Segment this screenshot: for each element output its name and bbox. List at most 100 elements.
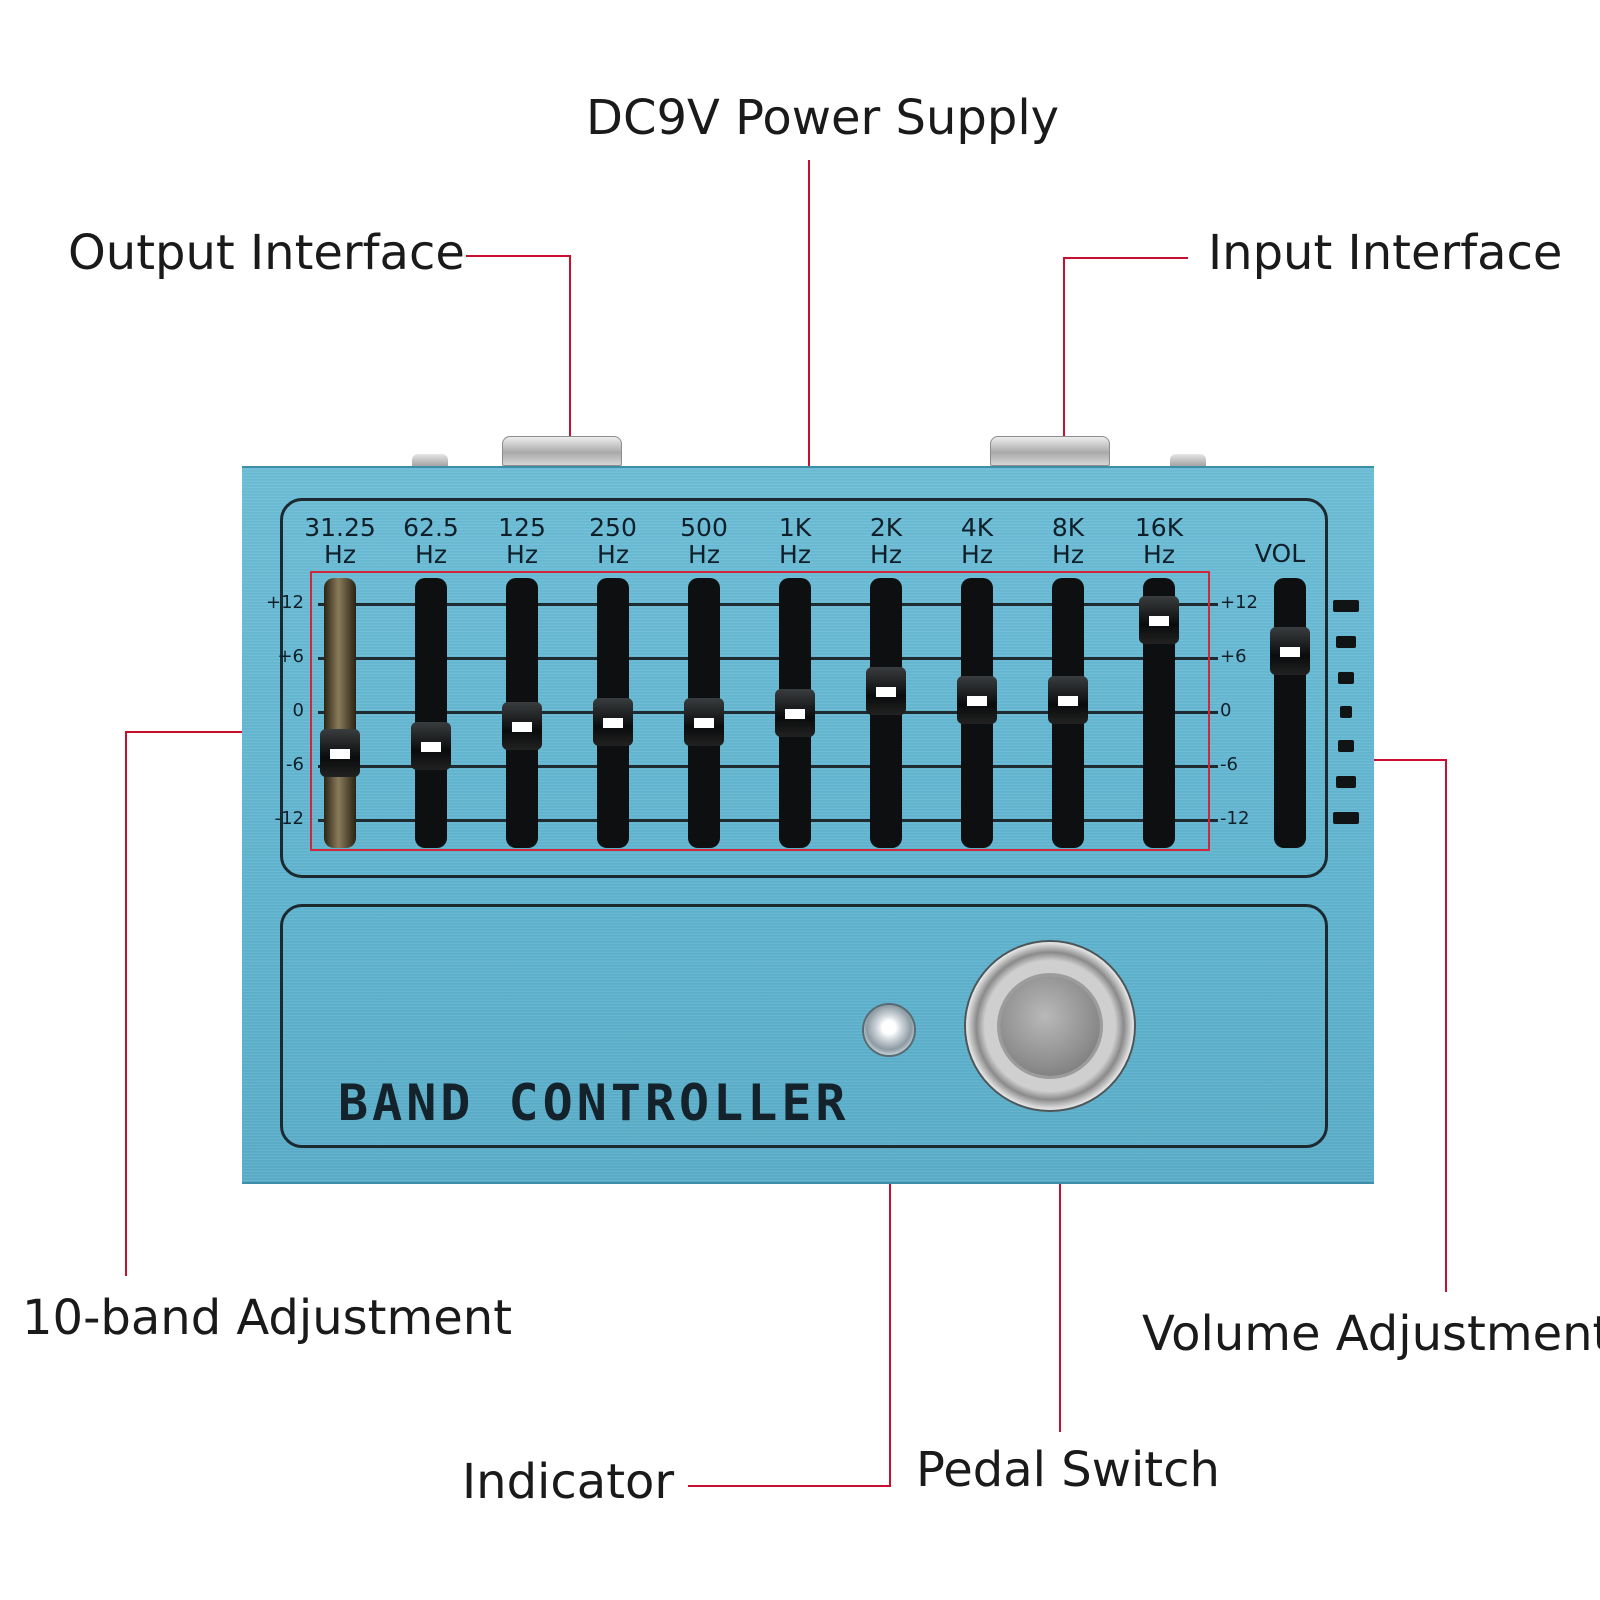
- callout-band-adjustment: 10-band Adjustment: [22, 1290, 513, 1346]
- band-unit: Hz: [779, 540, 811, 569]
- slider-knob-mark: [603, 717, 623, 728]
- brand-name: BAND CONTROLLER: [338, 1074, 850, 1132]
- callout-output-interface: Output Interface: [68, 225, 465, 281]
- side-stud-left: [412, 454, 448, 468]
- callout-input-interface: Input Interface: [1208, 225, 1563, 281]
- band-slider-3[interactable]: [593, 578, 633, 848]
- slider-knob[interactable]: [957, 675, 997, 724]
- band-freq: 2K: [869, 513, 903, 542]
- scale-left-label: +6: [277, 646, 304, 667]
- scale-left-label: +12: [266, 592, 304, 613]
- scale-right-label: -6: [1220, 754, 1238, 775]
- callout-indicator: Indicator: [462, 1454, 675, 1510]
- callout-power-supply: DC9V Power Supply: [586, 90, 1060, 146]
- vol-label: VOL: [1254, 539, 1306, 568]
- slider-knob[interactable]: [320, 728, 360, 777]
- vol-level-bar: [1338, 672, 1354, 684]
- scale-right-label: +12: [1220, 592, 1258, 613]
- vol-slider[interactable]: [1270, 578, 1310, 848]
- band-slider-1[interactable]: [411, 578, 451, 848]
- scale-line-3: [318, 765, 1218, 768]
- slider-knob-mark: [1149, 615, 1169, 626]
- scale-left-label: -6: [286, 754, 304, 775]
- band-unit: Hz: [870, 540, 902, 569]
- band-freq: 250: [589, 513, 637, 542]
- band-freq: 16K: [1134, 513, 1184, 542]
- scale-line-0: [318, 603, 1218, 606]
- band-slider-2[interactable]: [502, 578, 542, 848]
- band-freq: 1K: [778, 513, 812, 542]
- slider-knob-mark: [512, 722, 532, 733]
- scale-right-label: +6: [1220, 646, 1247, 667]
- slider-knob-mark: [330, 748, 350, 759]
- band-slider-9[interactable]: [1139, 578, 1179, 848]
- footswitch-cap[interactable]: [1000, 976, 1100, 1076]
- input-jack[interactable]: [990, 436, 1110, 466]
- band-unit: Hz: [961, 540, 993, 569]
- band-slider-5[interactable]: [775, 578, 815, 848]
- vol-level-bar: [1340, 706, 1352, 718]
- vol-slider-knob[interactable]: [1270, 626, 1310, 675]
- scale-left-label: -12: [274, 808, 304, 829]
- slider-knob[interactable]: [1139, 595, 1179, 644]
- callout-volume-adjustment: Volume Adjustment: [1142, 1306, 1600, 1362]
- band-slider-7[interactable]: [957, 578, 997, 848]
- slider-knob[interactable]: [1048, 675, 1088, 724]
- slider-knob-mark: [1280, 646, 1300, 657]
- slider-knob-mark: [421, 742, 441, 753]
- slider-knob-mark: [694, 717, 714, 728]
- output-jack[interactable]: [502, 436, 622, 466]
- vol-level-bar: [1333, 812, 1359, 824]
- scale-line-1: [318, 657, 1218, 660]
- leader-output: [466, 255, 571, 440]
- band-slider-6[interactable]: [866, 578, 906, 848]
- slider-knob[interactable]: [593, 697, 633, 746]
- slider-knob-mark: [967, 695, 987, 706]
- scale-line-4: [318, 819, 1218, 822]
- slider-knob-mark: [1058, 695, 1078, 706]
- vol-level-bar: [1336, 776, 1356, 788]
- band-slider-4[interactable]: [684, 578, 724, 848]
- slider-knob[interactable]: [866, 666, 906, 715]
- slider-knob[interactable]: [502, 702, 542, 751]
- band-slider-0[interactable]: [320, 578, 360, 848]
- scale-line-2: [318, 711, 1218, 714]
- band-unit: Hz: [506, 540, 538, 569]
- leader-input: [1063, 257, 1188, 442]
- band-unit: Hz: [597, 540, 629, 569]
- side-stud-right: [1170, 454, 1206, 468]
- scale-left-label: 0: [292, 700, 304, 721]
- indicator-led: [864, 1005, 914, 1055]
- band-unit: Hz: [324, 540, 356, 569]
- slider-knob[interactable]: [411, 722, 451, 771]
- scale-right-label: -12: [1220, 808, 1250, 829]
- band-unit: Hz: [1143, 540, 1175, 569]
- eq-panel-frame: [280, 498, 1328, 878]
- slider-knob[interactable]: [775, 689, 815, 737]
- band-freq: 8K: [1051, 513, 1085, 542]
- band-highlight-box: [310, 571, 1210, 851]
- band-unit: Hz: [415, 540, 447, 569]
- band-unit: Hz: [1052, 540, 1084, 569]
- band-slider-8[interactable]: [1048, 578, 1088, 848]
- callout-pedal-switch: Pedal Switch: [916, 1442, 1220, 1498]
- band-freq: 62.5: [403, 513, 459, 542]
- vol-level-bar: [1333, 600, 1359, 612]
- vol-level-bar: [1336, 636, 1356, 648]
- scale-right-label: 0: [1220, 700, 1232, 721]
- switch-panel-frame: [280, 904, 1328, 1148]
- slider-knob-mark: [785, 709, 805, 719]
- slider-knob[interactable]: [684, 697, 724, 746]
- band-freq: 4K: [960, 513, 994, 542]
- footswitch[interactable]: [966, 942, 1134, 1110]
